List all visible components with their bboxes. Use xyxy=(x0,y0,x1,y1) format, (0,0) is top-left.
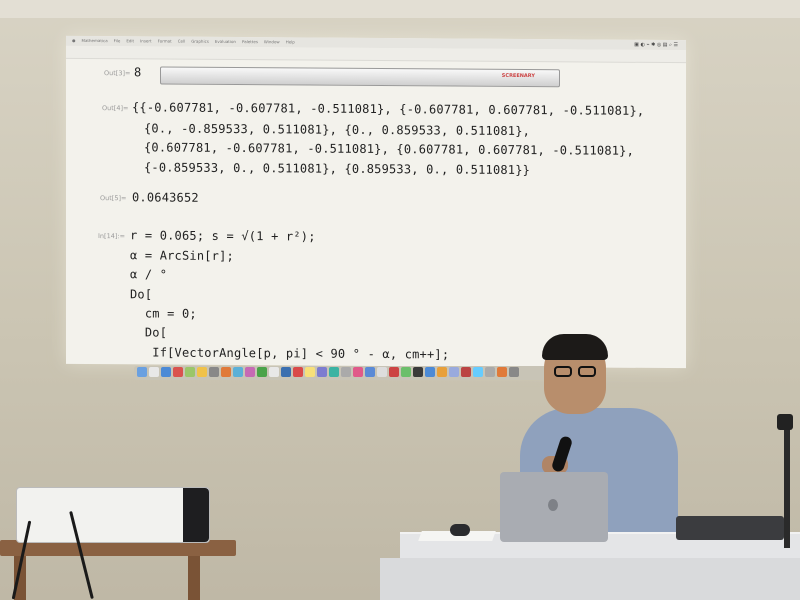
code-line: If[VectorAngle[p, pi] < 90 ° - α, cm++]; xyxy=(130,345,450,362)
out5-value: 0.0643652 xyxy=(132,190,199,205)
desk-device xyxy=(676,516,784,540)
apple-logo-icon xyxy=(548,499,558,511)
code-line: r = 0.065; s = √(1 + r²); xyxy=(130,228,316,244)
out4-line: {-0.859533, 0., 0.511081}, {0.859533, 0.… xyxy=(144,160,531,178)
mic-stand-clip xyxy=(777,414,793,430)
ceiling xyxy=(0,0,800,18)
out4-line: {{-0.607781, -0.607781, -0.511081}, {-0.… xyxy=(132,100,645,118)
projector-cart xyxy=(0,540,236,600)
cart-leg xyxy=(14,556,26,600)
mouse xyxy=(450,524,470,536)
out4-line: {0.607781, -0.607781, -0.511081}, {0.607… xyxy=(144,140,635,158)
projector-lens-panel xyxy=(183,488,209,542)
dock-icons xyxy=(134,366,568,380)
menubar-status-icons: ▣ ◐ ⌁ ✱ ◎ ▤ ⌕ ☰ xyxy=(634,41,678,49)
code-line: Do[ xyxy=(130,325,168,340)
out4-label: Out[4]= xyxy=(102,104,129,113)
out4-line: {0., -0.859533, 0.511081}, {0., 0.859533… xyxy=(144,121,531,139)
mic-stand xyxy=(784,418,790,548)
cart-leg xyxy=(188,556,200,600)
out5-label: Out[5]= xyxy=(100,194,127,203)
cart-top xyxy=(0,540,236,556)
presenter-hair xyxy=(542,334,608,360)
desk-front xyxy=(380,558,800,600)
code-line: α / ° xyxy=(130,267,168,282)
code-line: Do[ xyxy=(130,287,153,302)
in14-label: In[14]:= xyxy=(98,232,126,241)
glasses-icon xyxy=(554,366,600,378)
screen-brand-logo: SCREENARY xyxy=(501,72,535,80)
out3-value: 8 xyxy=(134,65,142,80)
projector xyxy=(16,487,210,543)
code-line: α = ArcSin[r]; xyxy=(130,248,234,264)
code-line: cm = 0; xyxy=(130,306,197,321)
out3-label: Out[3]= xyxy=(104,69,131,78)
projection-screen-housing: SCREENARY xyxy=(160,66,560,88)
